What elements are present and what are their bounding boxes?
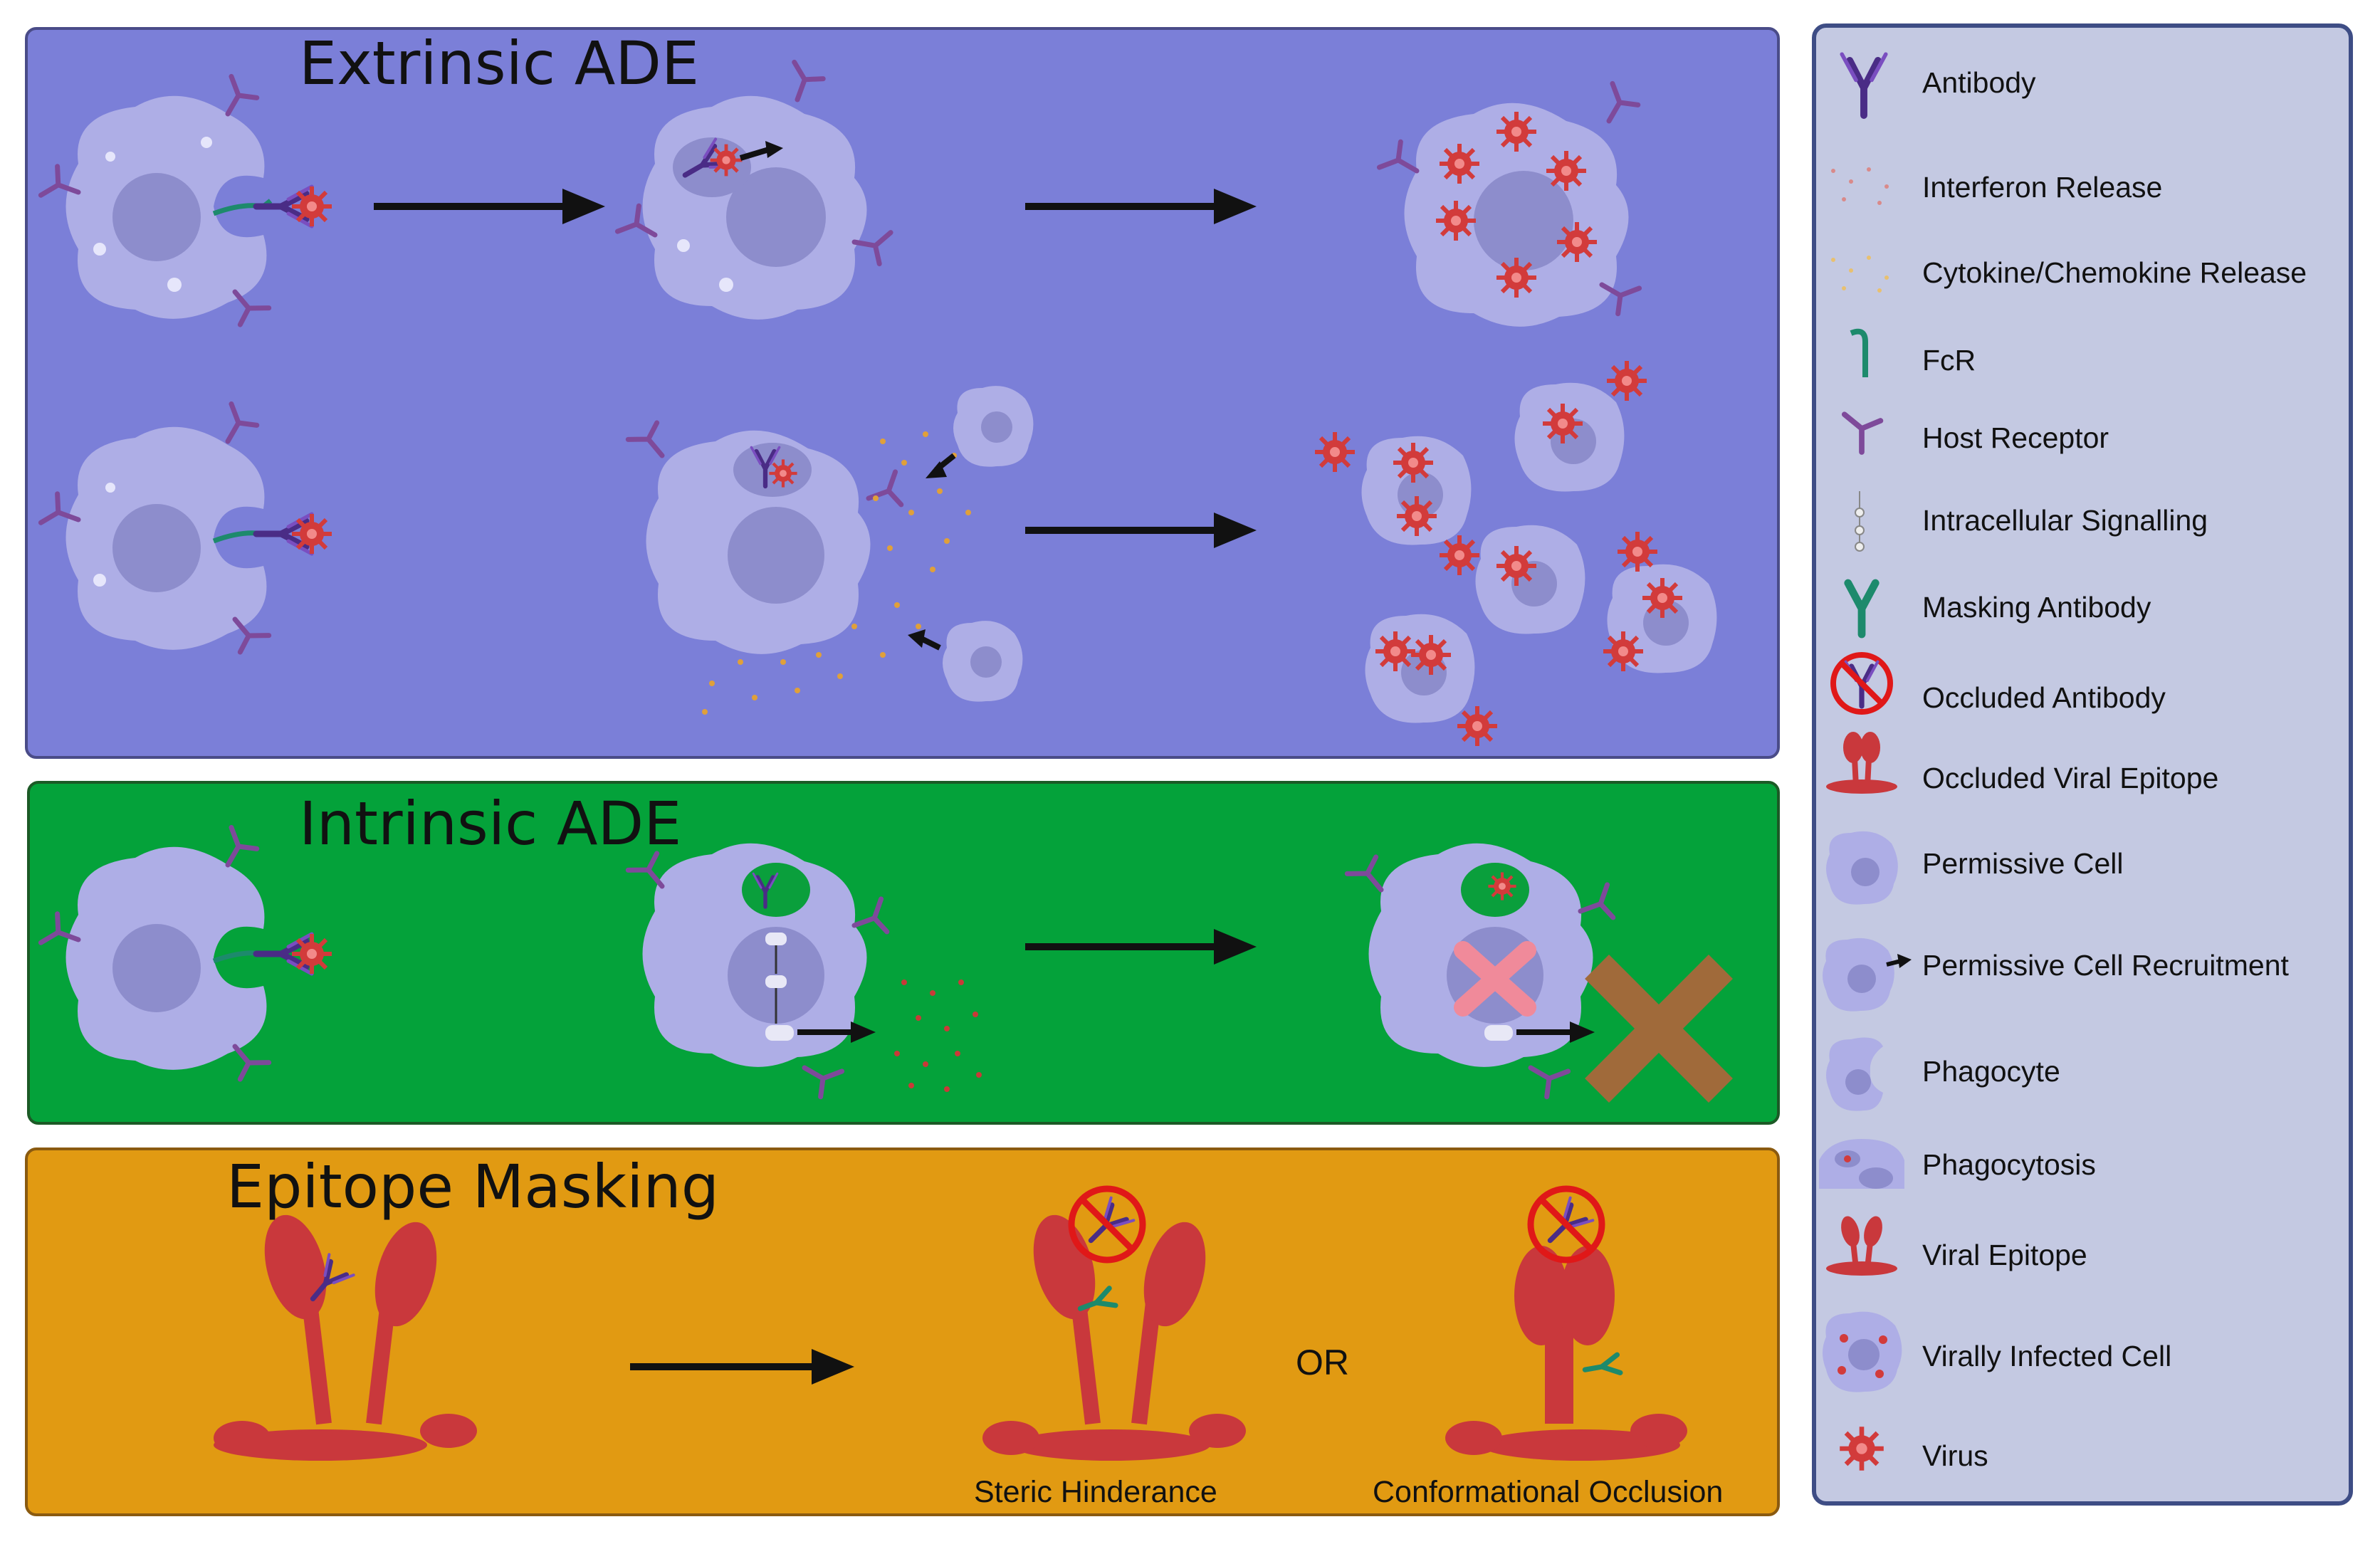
- recruited-cell-top: [953, 386, 1034, 467]
- legend-label-interferon-release: Interferon Release: [1922, 171, 2163, 204]
- legend-label-cytokine-release: Cytokine/Chemokine Release: [1922, 256, 2307, 289]
- legend-label-fcr: FcR: [1922, 344, 1976, 377]
- steric-hinderance-label: Steric Hinderance: [974, 1475, 1217, 1509]
- legend-label-permissive-cell-recruitment: Permissive Cell Recruitment: [1922, 949, 2289, 982]
- epitope-masking-title: Epitope Masking: [226, 1152, 720, 1222]
- legend-label-permissive-cell: Permissive Cell: [1922, 847, 2124, 880]
- occluded-antibody-steric: [1068, 1185, 1146, 1264]
- conformational-occlusion-label: Conformational Occlusion: [1373, 1475, 1724, 1509]
- viral-epitope-left: [214, 1214, 477, 1461]
- occluded-antibody-conformational: [1527, 1185, 1605, 1264]
- legend-label-occluded-viral-epitope: Occluded Viral Epitope: [1922, 762, 2219, 794]
- legend-label-masking-antibody: Masking Antibody: [1922, 591, 2151, 624]
- phagocyte-cell-2: [65, 426, 267, 650]
- legend-label-phagocyte: Phagocyte: [1922, 1055, 2060, 1088]
- intrinsic-signalling-cell: [642, 843, 867, 1067]
- legend-panel: [1812, 23, 2353, 1506]
- legend-label-virally-infected-cell: Virally Infected Cell: [1922, 1340, 2172, 1372]
- legend-label-occluded-antibody: Occluded Antibody: [1922, 681, 2166, 714]
- interferon-dots: [894, 980, 982, 1092]
- or-label: OR: [1296, 1343, 1349, 1382]
- legend-label-intracellular-signalling: Intracellular Signalling: [1922, 504, 2208, 537]
- legend-label-host-receptor: Host Receptor: [1922, 421, 2109, 454]
- phagocyte-cell-3: [65, 846, 267, 1070]
- cytokine-dots: [702, 431, 971, 715]
- blocked-release-cross: [1585, 955, 1733, 1103]
- legend-label-phagocytosis: Phagocytosis: [1922, 1148, 2096, 1181]
- extrinsic-ade-title: Extrinsic ADE: [299, 28, 700, 98]
- recruited-cell-bottom: [943, 621, 1023, 702]
- phagocyte-cell-1: [65, 95, 267, 319]
- infected-cells-cluster: [1361, 382, 1717, 723]
- legend-label-antibody: Antibody: [1922, 66, 2036, 99]
- legend-label-viral-epitope: Viral Epitope: [1922, 1239, 2087, 1271]
- viral-epitope-steric: [982, 1214, 1246, 1461]
- legend-label-virus: Virus: [1922, 1439, 1988, 1472]
- viral-epitope-conformational: [1445, 1246, 1687, 1461]
- intrinsic-ade-title: Intrinsic ADE: [299, 789, 682, 858]
